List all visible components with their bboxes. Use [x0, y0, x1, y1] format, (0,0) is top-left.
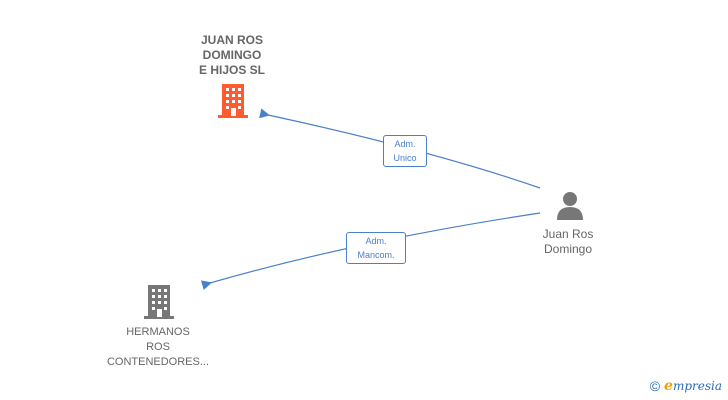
building-icon[interactable]: [144, 285, 174, 319]
brand-logo: © empresia: [650, 378, 722, 394]
copyright-symbol: ©: [649, 378, 661, 394]
building-icon[interactable]: [218, 84, 248, 118]
brand-initial: e: [664, 378, 673, 394]
edge-label-adm-mancom: Adm. Mancom.: [346, 232, 406, 264]
person-icon[interactable]: [557, 192, 583, 220]
edge-label-adm-unico: Adm. Unico: [383, 135, 427, 167]
company-other-label[interactable]: HERMANOS ROS CONTENEDORES...: [106, 326, 210, 368]
company-main-label[interactable]: JUAN ROS DOMINGO E HIJOS SL: [198, 33, 266, 77]
person-label[interactable]: Juan Ros Domingo: [542, 227, 594, 256]
brand-name: mpresia: [672, 379, 722, 393]
